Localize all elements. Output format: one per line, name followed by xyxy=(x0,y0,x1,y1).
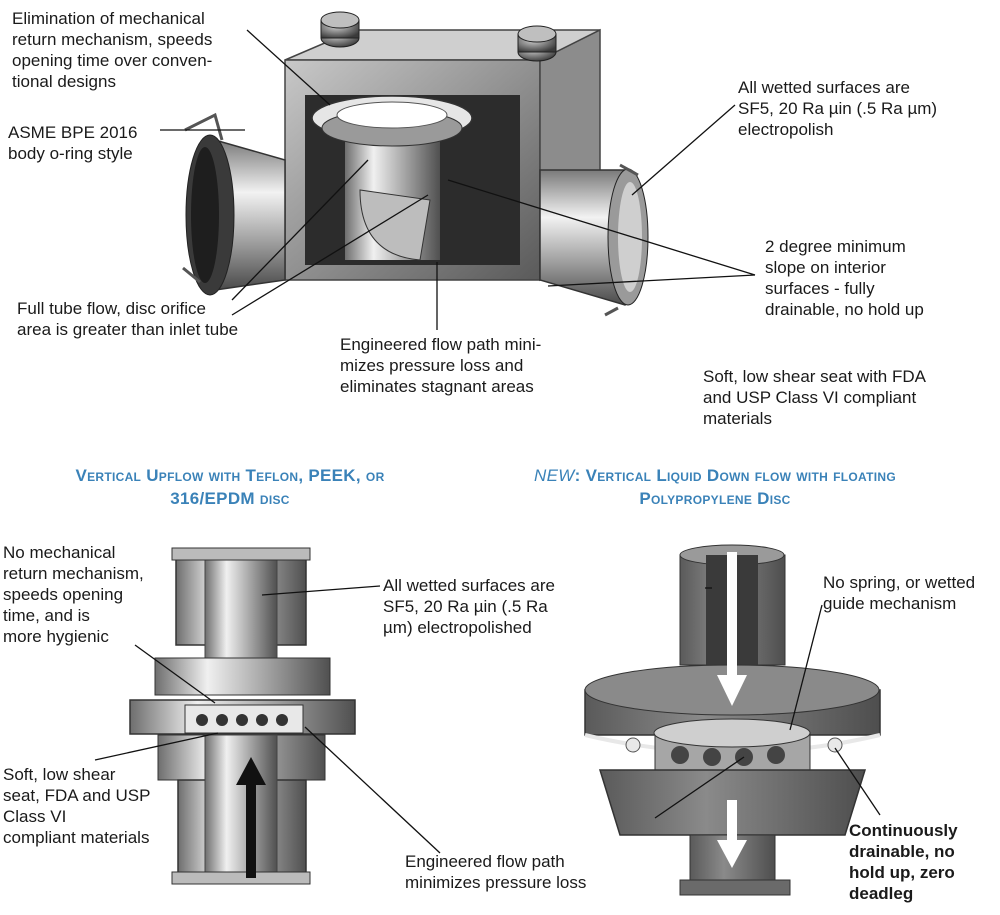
callout-continuously-drainable: Continuously drainable, no hold up, zero… xyxy=(849,821,958,903)
bolt-icon xyxy=(517,25,557,62)
callout-slope: 2 degree minimum slope on interior surfa… xyxy=(765,237,924,319)
callout-engineered-flow-path: Engineered flow path mini- mizes pressur… xyxy=(340,335,542,396)
floating-disc-icon xyxy=(653,718,811,776)
callout-wetted-electropolished: All wetted surfaces are SF5, 20 Ra µin (… xyxy=(383,576,555,637)
horizontal-check-valve xyxy=(182,11,649,317)
callout-soft-seat: Soft, low shear seat with FDA and USP Cl… xyxy=(703,367,926,428)
bolt-icon xyxy=(320,11,360,48)
upflow-arrow-icon xyxy=(236,757,266,878)
downflow-arrow-icon xyxy=(717,552,747,868)
callout-asme-bpe: ASME BPE 2016 body o-ring style xyxy=(8,123,138,163)
leader-lines-bottom-left xyxy=(94,585,441,854)
leader-lines-top xyxy=(160,29,756,330)
perforated-disc-icon xyxy=(184,704,304,734)
vertical-upflow-valve xyxy=(129,547,356,885)
callout-full-tube-flow: Full tube flow, disc orifice area is gre… xyxy=(17,299,239,339)
callout-engineered-flow-path-bottom: Engineered flow path minimizes pressure … xyxy=(405,852,587,892)
heading-vertical-downflow: NEW: Vertical Liquid Down flow with floa… xyxy=(470,464,960,510)
heading-vertical-upflow: Vertical Upflow with Teflon, PEEK, or 31… xyxy=(75,466,385,508)
heading-downflow-text: : Vertical Liquid Down flow with floatin… xyxy=(574,466,896,508)
callout-elimination: Elimination of mechanical return mechani… xyxy=(12,9,213,91)
heading-new-prefix: NEW xyxy=(534,466,575,485)
callout-soft-low-shear-seat: Soft, low shear seat, FDA and USP Class … xyxy=(3,765,151,847)
callout-no-mechanical-return: No mechanical return mechanism, speeds o… xyxy=(3,543,144,646)
perforated-disc-icon xyxy=(311,95,473,147)
callout-no-spring: No spring, or wetted guide mechanism xyxy=(823,573,976,613)
vertical-downflow-valve xyxy=(584,544,881,896)
callout-wetted-surfaces: All wetted surfaces are SF5, 20 Ra µin (… xyxy=(738,78,938,139)
leader-lines-bottom-right xyxy=(654,587,881,819)
